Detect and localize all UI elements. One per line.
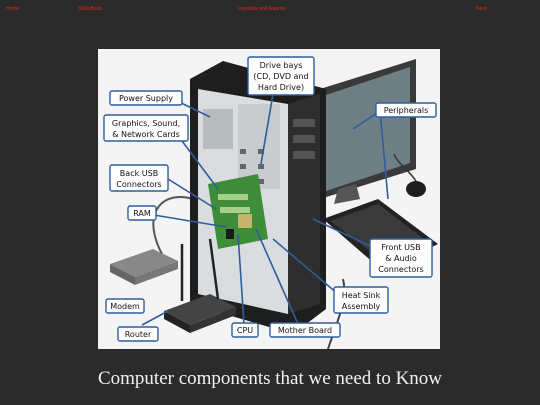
label-power-supply: Power Supply bbox=[109, 90, 183, 106]
cable bbox=[393, 153, 417, 182]
label-cpu: CPU bbox=[231, 322, 259, 338]
illustration-svg: Power Supply Graphics, Sound, & Network … bbox=[103, 56, 438, 349]
router bbox=[164, 238, 236, 333]
leader-line bbox=[260, 93, 274, 165]
label-front-usb: Front USB & Audio Connectors bbox=[369, 238, 433, 278]
label-back-usb: Back USB Connectors bbox=[109, 164, 169, 192]
label-graphics-cards: Graphics, Sound, & Network Cards bbox=[103, 114, 189, 142]
nav-link-end[interactable]: Loyalties and Awards bbox=[238, 6, 286, 12]
svg-text:Back USB: Back USB bbox=[120, 169, 158, 178]
svg-text:Router: Router bbox=[125, 330, 152, 339]
svg-text:RAM: RAM bbox=[133, 209, 151, 218]
svg-text:Connectors: Connectors bbox=[378, 265, 423, 274]
svg-text:(CD, DVD and: (CD, DVD and bbox=[253, 72, 308, 81]
nav-link-next[interactable]: Next bbox=[476, 6, 487, 12]
nav-link-home[interactable]: Home bbox=[6, 6, 20, 12]
svg-text:Assembly: Assembly bbox=[342, 302, 381, 311]
leader-line bbox=[255, 228, 299, 325]
svg-text:Power Supply: Power Supply bbox=[119, 94, 173, 103]
svg-text:Front USB: Front USB bbox=[381, 243, 420, 252]
leader-line bbox=[379, 110, 389, 200]
leader-line bbox=[153, 214, 227, 228]
svg-text:Peripherals: Peripherals bbox=[384, 106, 429, 115]
svg-text:Connectors: Connectors bbox=[116, 180, 161, 189]
svg-text:Modem: Modem bbox=[110, 302, 140, 311]
monitor bbox=[320, 59, 416, 204]
svg-text:& Audio: & Audio bbox=[385, 254, 417, 263]
leader-line bbox=[312, 218, 371, 247]
leader-line bbox=[237, 233, 245, 325]
mouse bbox=[406, 181, 426, 197]
label-heat-sink: Heat Sink Assembly bbox=[333, 286, 389, 314]
label-peripherals: Peripherals bbox=[375, 102, 437, 118]
svg-text:Mother Board: Mother Board bbox=[278, 326, 332, 335]
modem bbox=[110, 249, 178, 285]
svg-text:Heat Sink: Heat Sink bbox=[342, 291, 381, 300]
leader-line bbox=[167, 178, 217, 210]
motherboard bbox=[208, 174, 268, 249]
label-router: Router bbox=[117, 326, 159, 342]
svg-text:Drive bays: Drive bays bbox=[260, 61, 303, 70]
slide-caption: Computer components that we need to Know bbox=[97, 368, 443, 389]
label-motherboard: Mother Board bbox=[269, 322, 341, 338]
label-drive-bays: Drive bays (CD, DVD and Hard Drive) bbox=[247, 56, 315, 96]
svg-text:Hard Drive): Hard Drive) bbox=[258, 83, 304, 92]
svg-text:Graphics, Sound,: Graphics, Sound, bbox=[112, 119, 180, 128]
top-navigation: Home Slide/Back Loyalties and Awards Nex… bbox=[0, 0, 540, 18]
label-modem: Modem bbox=[105, 298, 145, 314]
leader-line bbox=[141, 310, 169, 326]
leader-line bbox=[272, 238, 339, 295]
label-ram: RAM bbox=[127, 205, 157, 221]
svg-text:& Network Cards: & Network Cards bbox=[112, 130, 180, 139]
computer-components-illustration: Power Supply Graphics, Sound, & Network … bbox=[98, 49, 440, 349]
nav-link-slide[interactable]: Slide/Back bbox=[78, 6, 102, 12]
svg-text:CPU: CPU bbox=[237, 326, 253, 335]
